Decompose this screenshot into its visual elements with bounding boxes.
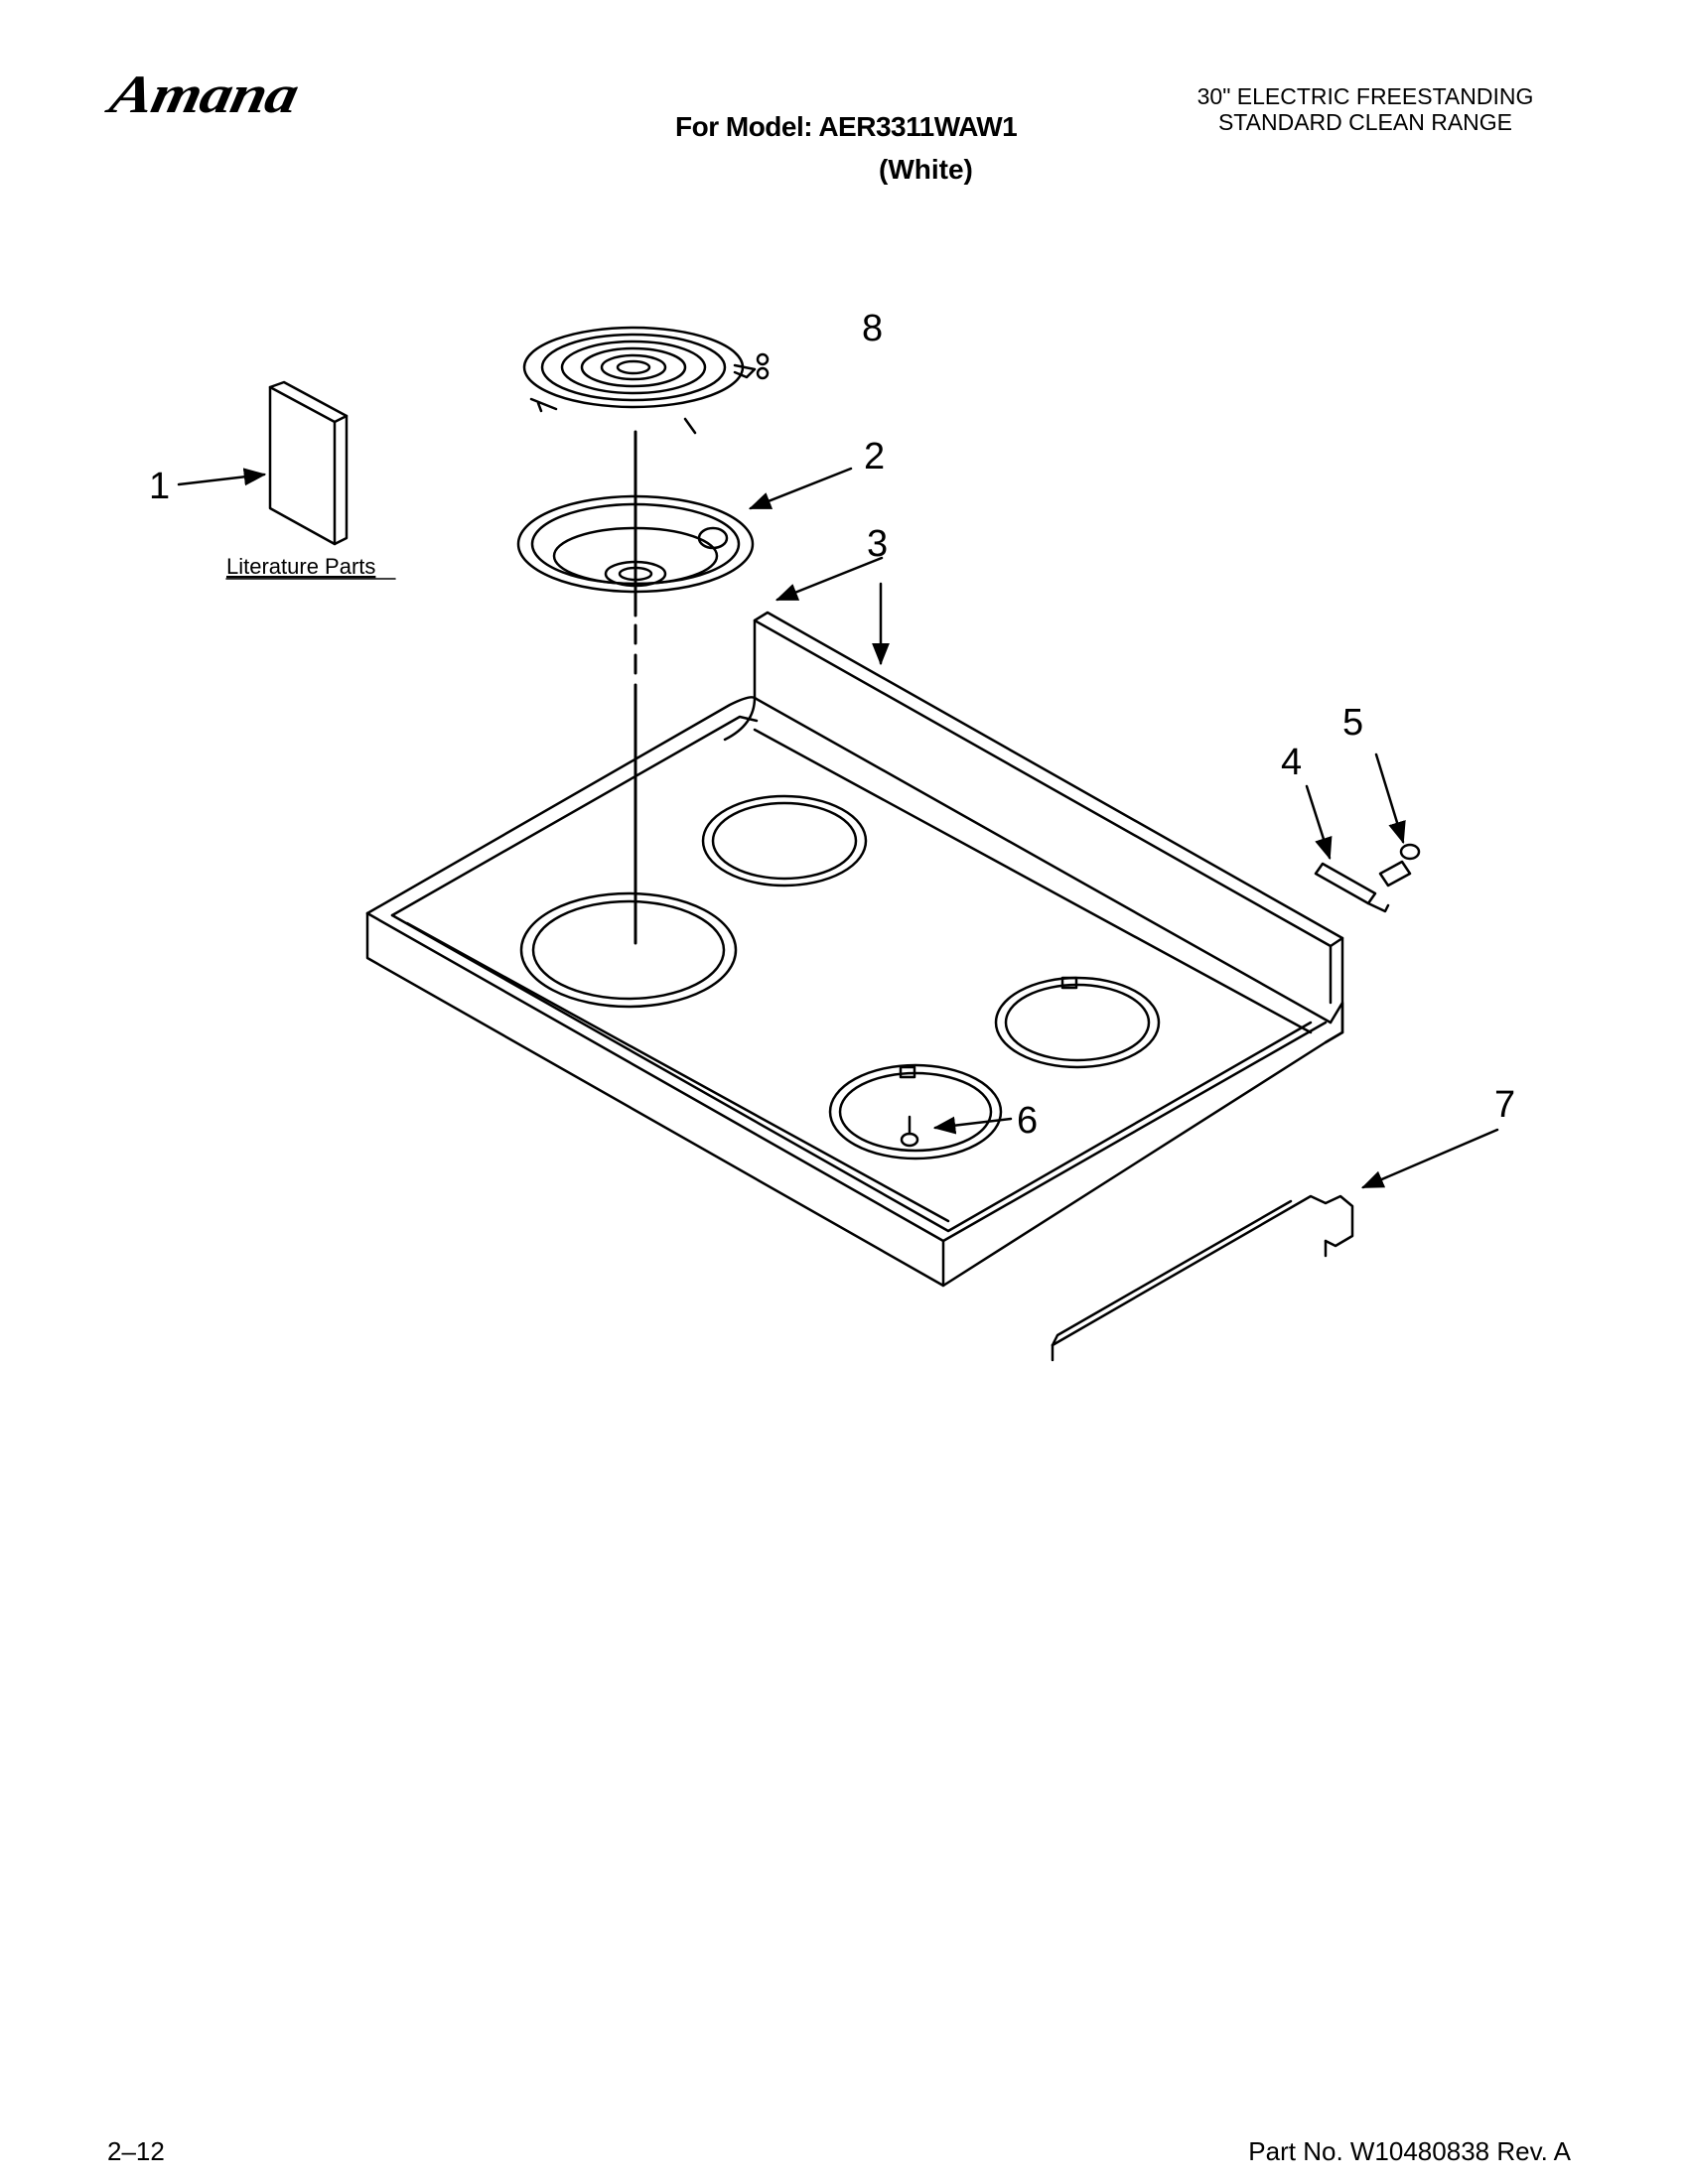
callout-3: 3 — [867, 523, 888, 565]
page-number: 2–12 — [107, 2136, 165, 2166]
callout-2: 2 — [864, 436, 885, 478]
model-line: For Model: AER3311WAW1 — [675, 111, 1018, 142]
callout-8: 8 — [862, 308, 883, 349]
callout-arrows — [177, 467, 1499, 1189]
rear-rod — [1051, 1194, 1354, 1362]
callout-5: 5 — [1342, 702, 1363, 744]
surface-element — [522, 326, 770, 435]
cooktop — [365, 611, 1344, 1288]
callout-6: 6 — [1017, 1100, 1038, 1142]
product-line-1: 30" ELECTRIC FREESTANDING — [1196, 83, 1534, 109]
callout-7: 7 — [1494, 1084, 1515, 1126]
element-screw — [900, 1115, 919, 1148]
model-color: (White) — [879, 154, 973, 185]
part-number: Part No. W10480838 Rev. A — [1248, 2136, 1571, 2166]
product-description: 30" ELECTRIC FREESTANDING STANDARD CLEAN… — [1142, 83, 1589, 135]
callout-1: 1 — [149, 466, 170, 507]
callout-4: 4 — [1281, 742, 1302, 783]
product-line-2: STANDARD CLEAN RANGE — [1217, 109, 1513, 135]
literature-booklet — [268, 380, 349, 546]
mounting-screw — [1378, 843, 1421, 887]
terminal-block — [1314, 862, 1390, 913]
literature-parts-label: Literature Parts — [226, 554, 375, 579]
